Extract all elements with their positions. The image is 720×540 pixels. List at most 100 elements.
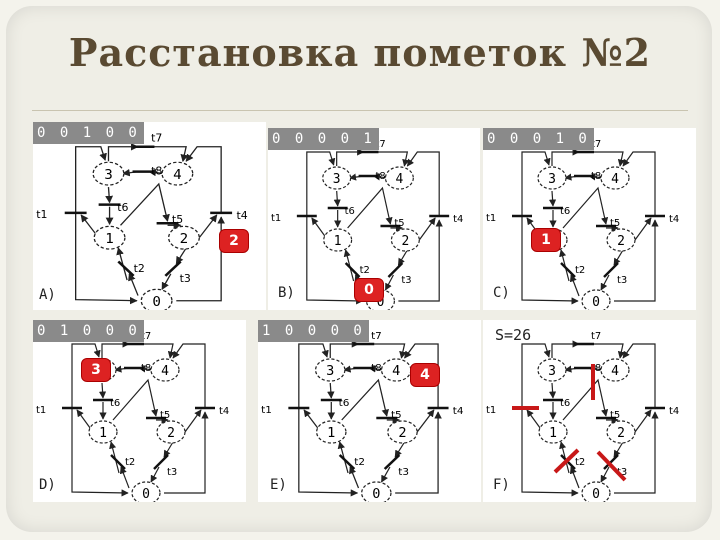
place-4-label: 4 bbox=[611, 364, 619, 379]
arc bbox=[71, 343, 101, 408]
marking-badge: 3 bbox=[81, 358, 111, 382]
place-0-label: 0 bbox=[372, 487, 380, 502]
transition-t2-label: t2 bbox=[354, 457, 365, 468]
transition-t5-label: t5 bbox=[391, 410, 402, 421]
place-1-label: 1 bbox=[99, 426, 107, 441]
transition-t3-label: t3 bbox=[180, 272, 191, 285]
transition-t4-label: t4 bbox=[453, 214, 463, 225]
transition-t4-label: t4 bbox=[669, 214, 679, 225]
place-0 bbox=[581, 289, 611, 310]
transition-t2 bbox=[344, 262, 361, 278]
transition-t3 bbox=[603, 454, 619, 470]
place-3-label: 3 bbox=[326, 364, 334, 379]
transition-t3-label: t3 bbox=[167, 467, 177, 478]
panel-label: B) bbox=[278, 285, 295, 301]
place-4-label: 4 bbox=[395, 172, 403, 187]
arc bbox=[614, 411, 659, 494]
place-4 bbox=[600, 166, 630, 190]
arc bbox=[75, 146, 107, 213]
arc bbox=[185, 146, 222, 213]
place-2-label: 2 bbox=[167, 426, 175, 441]
place-0 bbox=[361, 481, 392, 502]
transition-t6-label: t6 bbox=[117, 201, 128, 214]
arc bbox=[184, 409, 202, 433]
arc bbox=[613, 249, 624, 266]
transition-t7-label: t7 bbox=[371, 331, 382, 342]
transition-t3 bbox=[383, 454, 401, 470]
arc bbox=[112, 378, 159, 421]
transition-t4-label: t4 bbox=[219, 406, 229, 417]
place-2-label: 2 bbox=[398, 426, 406, 441]
transition-t3 bbox=[387, 262, 404, 278]
transition-t7-label: t7 bbox=[591, 331, 601, 342]
arc bbox=[521, 408, 579, 497]
arc bbox=[128, 273, 139, 296]
score-label: S=26 bbox=[495, 326, 532, 344]
place-1-label: 1 bbox=[105, 231, 114, 247]
place-4 bbox=[600, 358, 630, 382]
place-4-label: 4 bbox=[173, 167, 182, 183]
place-2-label: 2 bbox=[617, 234, 625, 249]
place-3 bbox=[314, 358, 346, 382]
marking-vector: 0 0 0 0 1 bbox=[268, 128, 379, 150]
arc bbox=[327, 382, 335, 399]
transition-t3-label: t3 bbox=[398, 467, 409, 478]
place-3 bbox=[537, 358, 567, 382]
place-3 bbox=[92, 161, 125, 186]
arc bbox=[349, 466, 360, 489]
place-0 bbox=[131, 481, 161, 502]
arc bbox=[164, 411, 209, 494]
transition-t8-label: t8 bbox=[591, 171, 601, 182]
place-0 bbox=[140, 288, 173, 310]
transition-t7-label: t7 bbox=[151, 132, 162, 145]
place-3 bbox=[537, 166, 567, 190]
transition-t8-label: t8 bbox=[151, 165, 162, 178]
title-divider bbox=[32, 110, 688, 111]
arc bbox=[161, 273, 172, 290]
place-2-label: 2 bbox=[401, 234, 409, 249]
transition-t2-label: t2 bbox=[575, 265, 585, 276]
transition-t2-label: t2 bbox=[125, 457, 135, 468]
arc bbox=[589, 343, 625, 359]
arc bbox=[101, 340, 130, 358]
place-1-label: 1 bbox=[327, 426, 335, 441]
place-0-label: 0 bbox=[377, 295, 385, 310]
arc bbox=[368, 343, 407, 359]
cut-mark bbox=[553, 448, 580, 474]
arc bbox=[394, 441, 406, 458]
transition-t5-label: t5 bbox=[160, 410, 170, 421]
transition-t6-label: t6 bbox=[110, 398, 120, 409]
arc bbox=[198, 214, 218, 239]
place-4 bbox=[384, 166, 414, 190]
arc bbox=[521, 216, 579, 305]
transition-t2 bbox=[560, 262, 576, 278]
panel-label: F) bbox=[493, 477, 510, 493]
place-4-label: 4 bbox=[161, 364, 169, 379]
transition-t3-label: t3 bbox=[617, 275, 627, 286]
arc bbox=[380, 466, 391, 483]
transition-t2-label: t2 bbox=[575, 457, 585, 468]
arc bbox=[600, 274, 610, 291]
place-2 bbox=[387, 420, 418, 444]
place-1-label: 1 bbox=[334, 234, 342, 249]
place-2 bbox=[606, 228, 636, 252]
arc bbox=[71, 408, 129, 497]
transition-t2 bbox=[338, 454, 356, 470]
transition-t5-label: t5 bbox=[610, 410, 620, 421]
panel-label: D) bbox=[39, 477, 56, 493]
slide-title: Расстановка пометок №2 bbox=[68, 30, 652, 75]
arc bbox=[600, 466, 610, 483]
place-1 bbox=[93, 225, 126, 250]
arc bbox=[622, 343, 656, 408]
place-1 bbox=[316, 420, 347, 444]
transition-t2-label: t2 bbox=[360, 265, 370, 276]
arc bbox=[172, 343, 206, 408]
arc bbox=[329, 340, 360, 358]
